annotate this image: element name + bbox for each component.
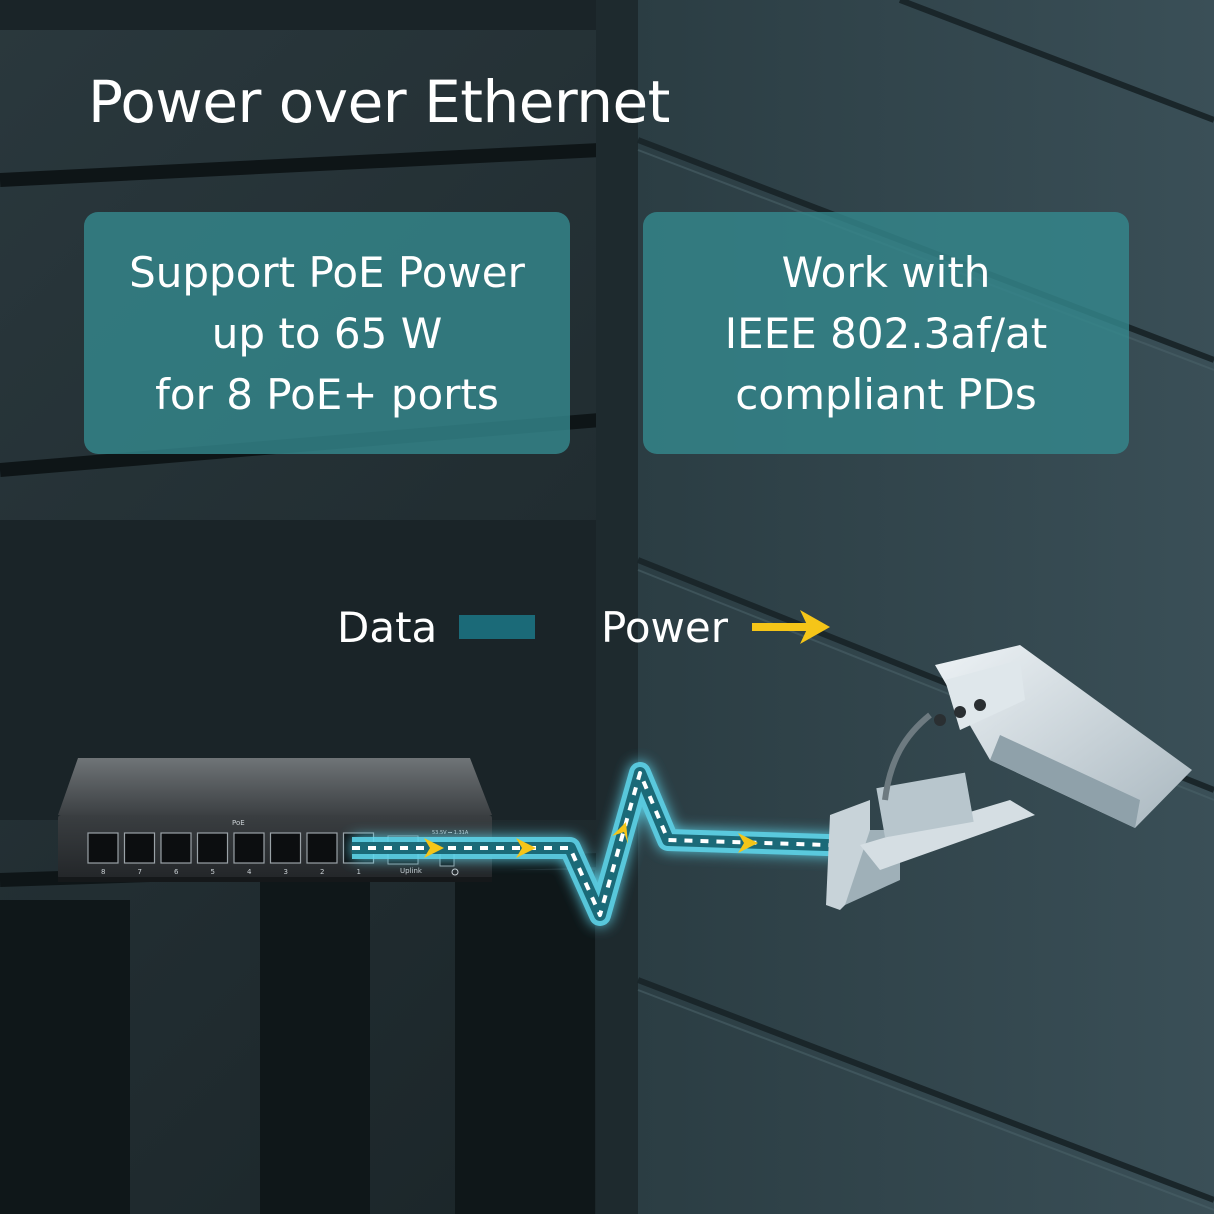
port-number: 8: [101, 868, 105, 876]
legend-power-label: Power: [601, 603, 728, 652]
poe-cable: [352, 762, 859, 926]
card-line: for 8 PoE+ ports: [155, 369, 499, 419]
switch-uplink-label: Uplink: [400, 867, 423, 875]
ethernet-port: [160, 832, 192, 864]
switch-power-rating: 53.5V ⎓ 1.31A: [432, 830, 469, 836]
port-number: 4: [247, 868, 252, 876]
ethernet-port: [87, 832, 119, 864]
data-swatch-icon: [459, 615, 535, 639]
ethernet-port: [269, 832, 302, 864]
card-line: up to 65 W: [211, 308, 443, 358]
card-line: Support PoE Power: [129, 247, 525, 297]
ethernet-port: [196, 832, 229, 864]
page-title: Power over Ethernet: [88, 68, 670, 136]
card-line: Work with: [781, 247, 991, 297]
ethernet-port: [306, 832, 338, 864]
port-number: 1: [357, 868, 361, 876]
port-number: 2: [320, 868, 324, 876]
port-number: 3: [284, 868, 288, 876]
power-flow-arrows: [424, 822, 758, 858]
network-switch: PoE 8 7 6 5 4 3 2 1 Uplink 53.5V ⎓ 1.31A: [58, 758, 492, 882]
legend-data-label: Data: [337, 603, 438, 652]
card-line: compliant PDs: [735, 369, 1037, 419]
port-number: 6: [174, 868, 179, 876]
card-line: IEEE 802.3af/at: [724, 308, 1048, 358]
ethernet-port: [123, 832, 156, 864]
switch-poe-label: PoE: [232, 819, 245, 827]
poe-power-card: Support PoE Power up to 65 W for 8 PoE+ …: [84, 212, 570, 454]
ieee-compat-card: Work with IEEE 802.3af/at compliant PDs: [643, 212, 1129, 454]
power-arrow-icon: [752, 610, 830, 644]
ethernet-port: [233, 832, 265, 864]
port-number: 5: [211, 868, 215, 876]
security-camera: [826, 645, 1192, 910]
port-number: 7: [138, 868, 142, 876]
